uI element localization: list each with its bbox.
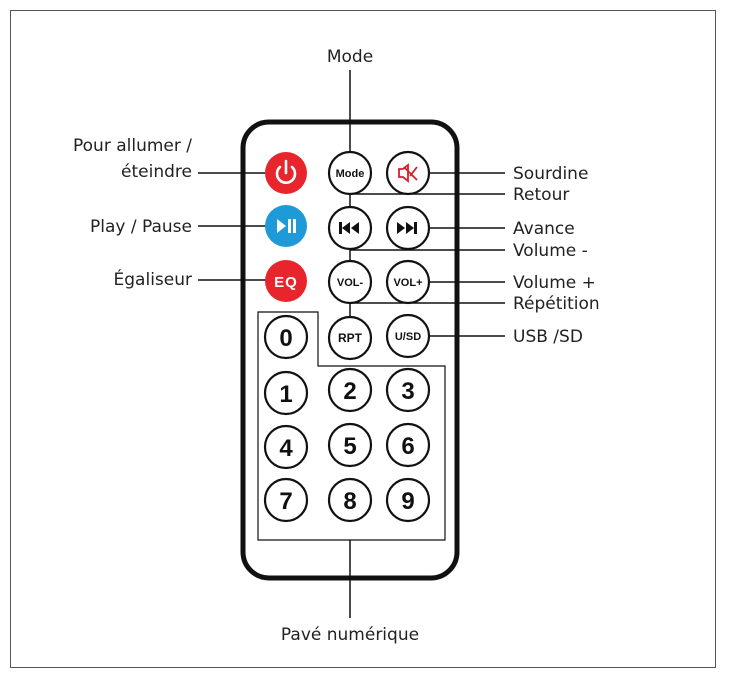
back-button[interactable] xyxy=(327,205,373,251)
label-power-line2: éteindre xyxy=(121,162,192,182)
label-repeat: Répétition xyxy=(513,294,600,314)
digit-key-3[interactable]: 3 xyxy=(385,367,431,413)
label-power-line1: Pour allumer / xyxy=(73,136,192,156)
label-play-pause: Play / Pause xyxy=(90,217,192,237)
mode-button-label: Mode xyxy=(336,168,365,180)
digit-key-2[interactable]: 2 xyxy=(327,367,373,413)
digit-key-7[interactable]: 7 xyxy=(263,477,309,523)
svg-text:2: 2 xyxy=(343,378,356,405)
repeat-button[interactable]: RPT xyxy=(327,315,373,361)
eq-button-label: EQ xyxy=(274,274,298,291)
svg-text:5: 5 xyxy=(343,433,356,460)
keypad-outline xyxy=(257,311,446,541)
svg-text:3: 3 xyxy=(401,378,414,405)
forward-button[interactable] xyxy=(385,205,431,251)
label-vol-down: Volume - xyxy=(513,241,588,261)
svg-text:1: 1 xyxy=(279,381,292,408)
label-forward: Avance xyxy=(513,219,575,239)
svg-text:7: 7 xyxy=(279,488,292,515)
vol-down-button[interactable]: VOL- xyxy=(327,259,373,305)
svg-text:4: 4 xyxy=(279,435,293,462)
label-keypad: Pavé numérique xyxy=(281,625,419,645)
label-usb-sd: USB /SD xyxy=(513,327,583,347)
mode-button[interactable]: Mode xyxy=(327,150,373,196)
usb-sd-button[interactable]: U/SD xyxy=(385,313,431,359)
play-pause-icon xyxy=(277,219,296,233)
label-equalizer: Égaliseur xyxy=(114,268,192,290)
repeat-button-label: RPT xyxy=(338,331,363,345)
eq-button[interactable]: EQ xyxy=(265,260,307,302)
mute-button[interactable] xyxy=(385,150,431,196)
digit-key-9[interactable]: 9 xyxy=(385,477,431,523)
svg-text:8: 8 xyxy=(343,488,356,515)
digit-key-0[interactable]: 0 xyxy=(263,314,309,360)
vol-down-button-label: VOL- xyxy=(337,277,364,289)
label-mute: Sourdine xyxy=(513,164,588,184)
power-icon xyxy=(275,159,297,184)
label-mode: Mode xyxy=(327,47,373,67)
label-back: Retour xyxy=(513,185,569,205)
speaker-mute-icon xyxy=(398,163,418,183)
digit-key-5[interactable]: 5 xyxy=(327,422,373,468)
diagram-frame xyxy=(10,10,716,668)
vol-up-button[interactable]: VOL+ xyxy=(385,259,431,305)
previous-track-icon xyxy=(339,222,359,234)
label-vol-up: Volume + xyxy=(513,273,596,293)
digit-key-6[interactable]: 6 xyxy=(385,422,431,468)
svg-text:0: 0 xyxy=(279,325,292,352)
vol-up-button-label: VOL+ xyxy=(393,277,422,289)
power-button[interactable] xyxy=(265,152,307,194)
digit-key-8[interactable]: 8 xyxy=(327,477,373,523)
next-track-icon xyxy=(397,222,417,234)
usb-sd-button-label: U/SD xyxy=(395,331,421,343)
digit-key-4[interactable]: 4 xyxy=(263,424,309,470)
svg-text:6: 6 xyxy=(401,433,414,460)
digit-key-1[interactable]: 1 xyxy=(263,370,309,416)
play-pause-button[interactable] xyxy=(265,205,307,247)
svg-text:9: 9 xyxy=(401,488,414,515)
